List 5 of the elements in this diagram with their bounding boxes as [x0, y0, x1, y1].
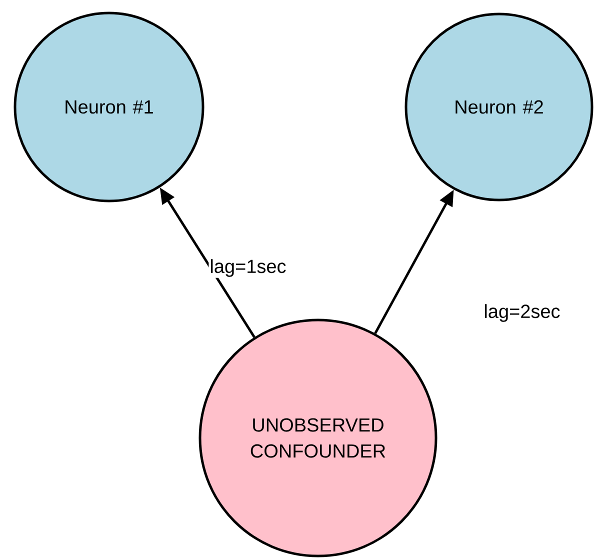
circle-node: Neuron #2: [404, 12, 594, 202]
edge-label: lag=2sec: [482, 303, 562, 323]
circle-node: Neuron #1: [14, 12, 204, 202]
edge-label: lag=1sec: [208, 258, 288, 278]
circle-node: UNOBSERVED CONFOUNDER: [198, 318, 438, 558]
